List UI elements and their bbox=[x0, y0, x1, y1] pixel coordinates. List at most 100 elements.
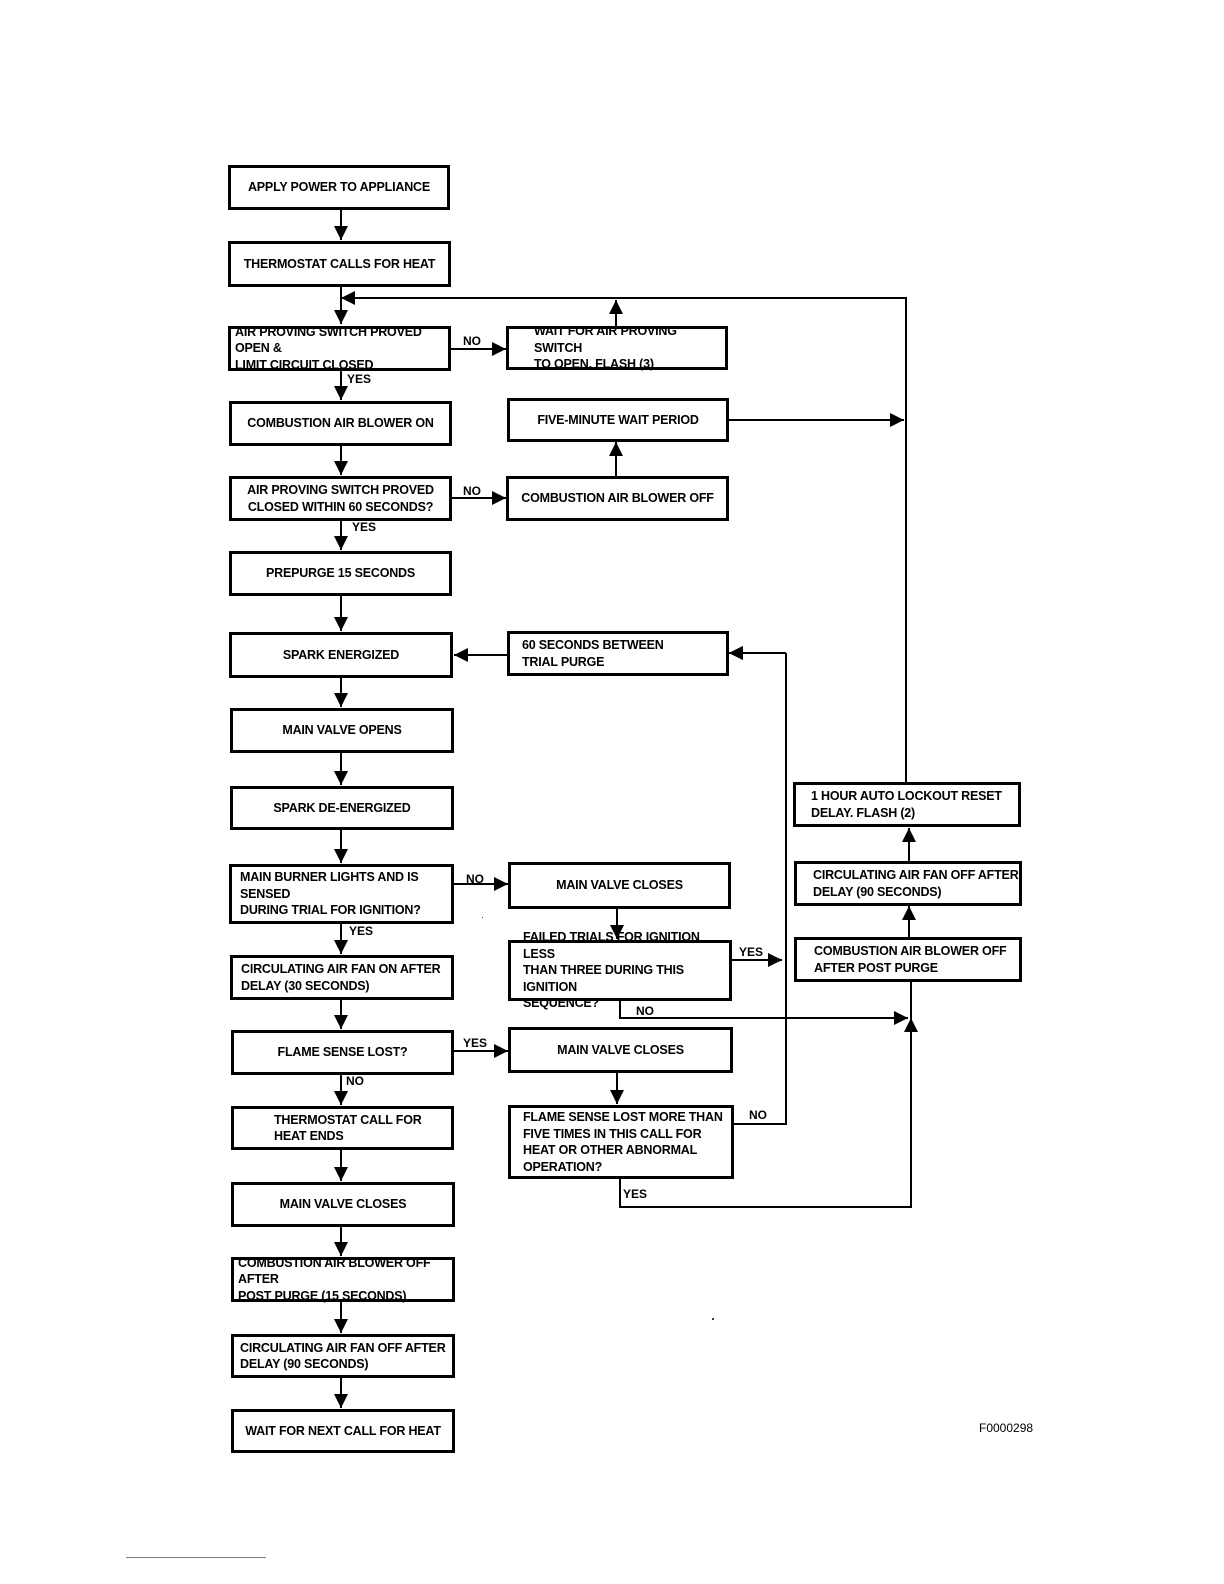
arrowhead bbox=[334, 1242, 348, 1256]
arrowhead bbox=[334, 536, 348, 550]
trial-purge-text: 60 SECONDS BETWEEN TRIAL PURGE bbox=[522, 638, 664, 669]
arrowhead bbox=[334, 1015, 348, 1029]
arrowhead bbox=[768, 953, 782, 967]
arrowhead bbox=[334, 940, 348, 954]
yes-label: YES bbox=[623, 1187, 648, 1201]
thermostat-ends-box: THERMOSTAT CALL FOR HEAT ENDS bbox=[231, 1106, 454, 1150]
flame-lost-five-box: FLAME SENSE LOST MORE THAN FIVE TIMES IN… bbox=[508, 1105, 734, 1179]
arrowhead bbox=[492, 491, 506, 505]
arrowhead bbox=[334, 310, 348, 324]
no-label: NO bbox=[636, 1004, 654, 1018]
fan-on-box: CIRCULATING AIR FAN ON AFTER DELAY (30 S… bbox=[230, 955, 454, 1000]
no-label: NO bbox=[463, 484, 481, 498]
arrowhead bbox=[334, 226, 348, 240]
fan-off-right-box: CIRCULATING AIR FAN OFF AFTER DELAY (90 … bbox=[794, 861, 1022, 906]
no-label: NO bbox=[466, 872, 484, 886]
main-valve-closes-3-text: MAIN VALVE CLOSES bbox=[279, 1197, 407, 1212]
arrowhead bbox=[904, 1018, 918, 1032]
blower-off-post-purge-box: COMBUSTION AIR BLOWER OFF AFTER POST PUR… bbox=[794, 937, 1022, 982]
burner-lights-box: MAIN BURNER LIGHTS AND IS SENSED DURING … bbox=[229, 864, 454, 924]
figure-id: F0000298 bbox=[979, 1421, 1034, 1435]
arrowhead bbox=[334, 386, 348, 400]
arrowhead bbox=[334, 1091, 348, 1105]
lockout-reset-text: 1 HOUR AUTO LOCKOUT RESET DELAY. FLASH (… bbox=[811, 789, 1002, 820]
arrowhead bbox=[334, 1167, 348, 1181]
thermostat-calls-box: THERMOSTAT CALLS FOR HEAT bbox=[228, 241, 451, 287]
blower-off-text: COMBUSTION AIR BLOWER OFF bbox=[521, 491, 714, 506]
prepurge-text: PREPURGE 15 SECONDS bbox=[265, 566, 416, 581]
wait-air-proving-box: WAIT FOR AIR PROVING SWITCH TO OPEN. FLA… bbox=[506, 324, 728, 372]
flame-lost-text: FLAME SENSE LOST? bbox=[277, 1045, 408, 1060]
arrowhead bbox=[494, 1044, 508, 1058]
blower-off-box: COMBUSTION AIR BLOWER OFF bbox=[506, 476, 729, 521]
spark-energized-text: SPARK ENERGIZED bbox=[282, 647, 400, 662]
apply-power-box: APPLY POWER TO APPLIANCE bbox=[228, 165, 450, 210]
five-minute-wait-text: FIVE-MINUTE WAIT PERIOD bbox=[537, 412, 699, 427]
main-valve-closes-2-text: MAIN VALVE CLOSES bbox=[557, 1042, 684, 1057]
air-proving-open-text: AIR PROVING SWITCH PROVED OPEN & LIMIT C… bbox=[235, 324, 422, 372]
blower-off-post-purge-text: COMBUSTION AIR BLOWER OFF AFTER POST PUR… bbox=[814, 944, 1007, 975]
fan-off-right-text: CIRCULATING AIR FAN OFF AFTER DELAY (90 … bbox=[813, 868, 1019, 899]
main-valve-closes-1-box: MAIN VALVE CLOSES bbox=[508, 862, 731, 909]
arrowhead bbox=[334, 771, 348, 785]
yes-label: YES bbox=[347, 372, 372, 386]
air-proving-open-box: AIR PROVING SWITCH PROVED OPEN & LIMIT C… bbox=[228, 324, 451, 372]
yes-label: YES bbox=[352, 520, 377, 534]
wait-air-proving-text: WAIT FOR AIR PROVING SWITCH TO OPEN. FLA… bbox=[534, 324, 677, 372]
arrowhead bbox=[609, 300, 623, 314]
yes-label: YES bbox=[349, 924, 374, 938]
blower-off-post15-text: COMBUSTION AIR BLOWER OFF AFTER POST PUR… bbox=[238, 1255, 431, 1303]
connector-line bbox=[733, 653, 787, 1125]
arrowhead bbox=[494, 877, 508, 891]
main-valve-opens-box: MAIN VALVE OPENS bbox=[230, 708, 454, 753]
arrowhead bbox=[902, 828, 916, 842]
no-label: NO bbox=[463, 334, 481, 348]
no-label: NO bbox=[346, 1074, 364, 1088]
arrowhead bbox=[341, 291, 355, 305]
air-proving-closed-text: AIR PROVING SWITCH PROVED CLOSED WITHIN … bbox=[247, 483, 434, 514]
connector-arrow bbox=[619, 1000, 908, 1019]
no-label: NO bbox=[749, 1108, 767, 1122]
main-valve-closes-1-text: MAIN VALVE CLOSES bbox=[556, 878, 683, 893]
main-valve-opens-text: MAIN VALVE OPENS bbox=[282, 723, 402, 738]
stray-dot bbox=[482, 917, 483, 918]
five-minute-wait-box: FIVE-MINUTE WAIT PERIOD bbox=[507, 398, 729, 442]
blower-on-text: COMBUSTION AIR BLOWER ON bbox=[247, 416, 434, 431]
arrowhead bbox=[334, 849, 348, 863]
fan-off-bottom-text: CIRCULATING AIR FAN OFF AFTER DELAY (90 … bbox=[240, 1340, 446, 1372]
arrowhead bbox=[902, 906, 916, 920]
failed-trials-box: FAILED TRIALS FOR IGNITION LESS THAN THR… bbox=[508, 930, 732, 1010]
flame-lost-box: FLAME SENSE LOST? bbox=[231, 1030, 454, 1075]
spark-deenergized-text: SPARK DE-ENERGIZED bbox=[273, 800, 411, 815]
footer-rule bbox=[126, 1557, 266, 1558]
lockout-reset-box: 1 HOUR AUTO LOCKOUT RESET DELAY. FLASH (… bbox=[793, 782, 1021, 827]
trial-purge-box: 60 SECONDS BETWEEN TRIAL PURGE bbox=[507, 631, 729, 676]
arrowhead bbox=[334, 1394, 348, 1408]
spark-deenergized-box: SPARK DE-ENERGIZED bbox=[230, 786, 454, 830]
main-valve-closes-2-box: MAIN VALVE CLOSES bbox=[508, 1027, 733, 1073]
arrowhead bbox=[890, 413, 904, 427]
wait-next-box: WAIT FOR NEXT CALL FOR HEAT bbox=[231, 1409, 455, 1453]
arrowhead bbox=[454, 648, 468, 662]
connector-line bbox=[341, 297, 907, 783]
connector-line bbox=[619, 982, 912, 1208]
arrowhead bbox=[334, 461, 348, 475]
thermostat-calls-text: THERMOSTAT CALLS FOR HEAT bbox=[243, 256, 436, 271]
failed-trials-text: FAILED TRIALS FOR IGNITION LESS THAN THR… bbox=[523, 930, 700, 1011]
air-proving-closed-box: AIR PROVING SWITCH PROVED CLOSED WITHIN … bbox=[229, 476, 452, 521]
blower-on-box: COMBUSTION AIR BLOWER ON bbox=[229, 401, 452, 446]
arrowhead bbox=[492, 342, 506, 356]
apply-power-text: APPLY POWER TO APPLIANCE bbox=[247, 180, 431, 195]
stray-dot bbox=[712, 1318, 714, 1320]
fan-on-text: CIRCULATING AIR FAN ON AFTER DELAY (30 S… bbox=[241, 962, 441, 993]
arrowhead bbox=[334, 1319, 348, 1333]
yes-label: YES bbox=[463, 1036, 488, 1050]
yes-label: YES bbox=[739, 945, 764, 959]
burner-lights-text: MAIN BURNER LIGHTS AND IS SENSED DURING … bbox=[240, 870, 421, 918]
wait-next-text: WAIT FOR NEXT CALL FOR HEAT bbox=[245, 1423, 441, 1438]
arrowhead bbox=[610, 1090, 624, 1104]
flame-lost-five-text: FLAME SENSE LOST MORE THAN FIVE TIMES IN… bbox=[523, 1110, 723, 1174]
arrowhead bbox=[609, 442, 623, 456]
fan-off-bottom-box: CIRCULATING AIR FAN OFF AFTER DELAY (90 … bbox=[231, 1334, 455, 1378]
